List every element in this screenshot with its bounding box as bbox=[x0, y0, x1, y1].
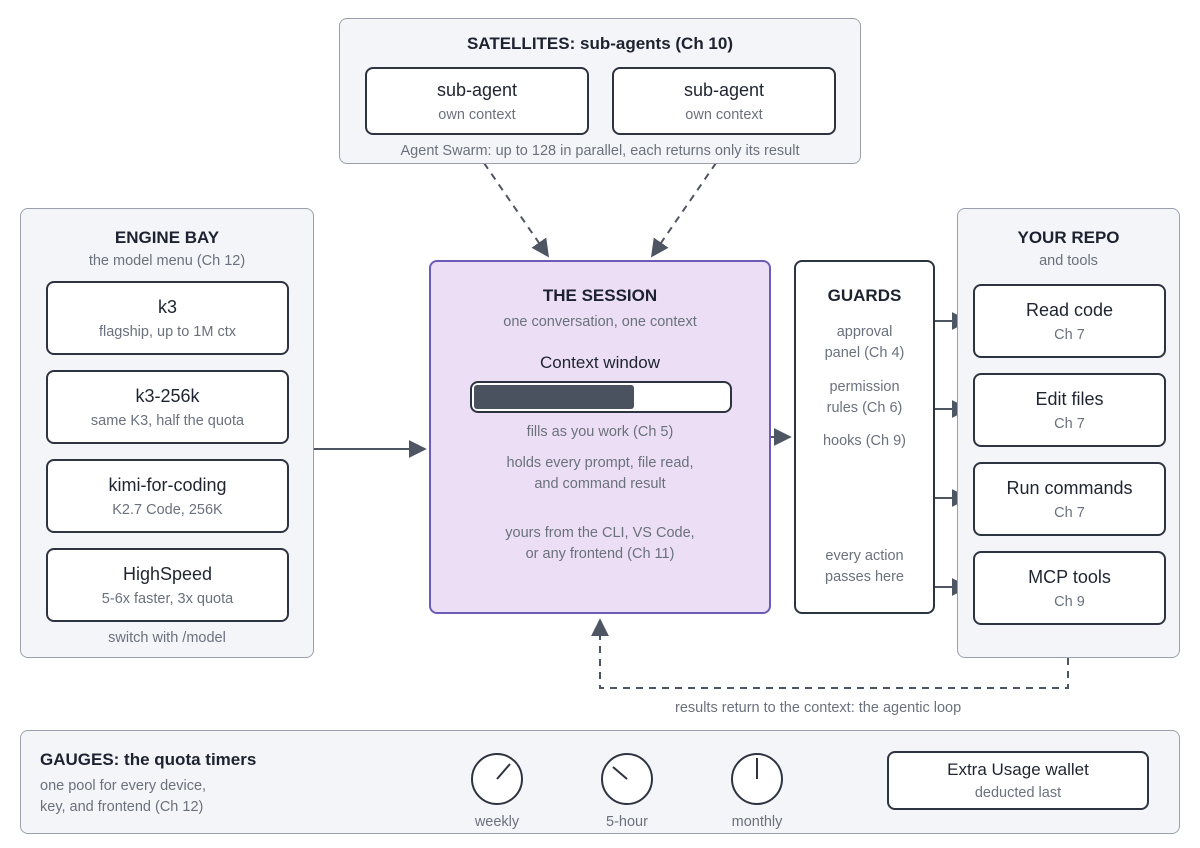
guards-footer-line: passes here bbox=[825, 569, 904, 585]
tool-name: Run commands bbox=[1006, 477, 1133, 498]
tool-run-commands[interactable]: Run commands Ch 7 bbox=[973, 462, 1166, 536]
frontend-line-2: or any frontend (Ch 11) bbox=[525, 546, 675, 562]
engine-bay-title: ENGINE BAY bbox=[114, 228, 220, 247]
model-k3[interactable]: k3 flagship, up to 1M ctx bbox=[46, 281, 289, 355]
context-window-fill bbox=[474, 385, 634, 409]
holds-line-2: and command result bbox=[534, 476, 666, 492]
gauges-desc-line-1: one pool for every device, bbox=[40, 778, 207, 794]
satellite-arrow-left bbox=[483, 162, 550, 258]
model-desc: flagship, up to 1M ctx bbox=[98, 323, 236, 340]
fill-note: fills as you work (Ch 5) bbox=[526, 424, 674, 440]
guards-panel: GUARDS approval panel (Ch 4) permission … bbox=[794, 260, 935, 614]
satellite-arrow-right bbox=[650, 162, 717, 258]
tool-name: Read code bbox=[1025, 299, 1114, 320]
sub-agent-title: sub-agent bbox=[436, 79, 518, 100]
gauges-desc: one pool for every device, key, and fron… bbox=[40, 776, 206, 818]
extra-usage-wallet[interactable]: Extra Usage wallet deducted last bbox=[887, 751, 1149, 810]
gauge-label-weekly: weekly bbox=[474, 814, 520, 830]
session-subtitle: one conversation, one context bbox=[503, 314, 697, 330]
gauge-icon bbox=[731, 753, 783, 805]
guard-permission: permission rules (Ch 6) bbox=[796, 377, 933, 419]
model-name: kimi-for-coding bbox=[108, 474, 227, 495]
tool-read-code[interactable]: Read code Ch 7 bbox=[973, 284, 1166, 358]
model-kimi-for-coding[interactable]: kimi-for-coding K2.7 Code, 256K bbox=[46, 459, 289, 533]
session-panel: THE SESSION one conversation, one contex… bbox=[429, 260, 771, 614]
tool-name: MCP tools bbox=[1028, 566, 1111, 587]
model-name: k3 bbox=[157, 296, 177, 317]
session-title: THE SESSION bbox=[542, 286, 658, 305]
wallet-sub: deducted last bbox=[974, 785, 1062, 801]
tool-chapter: Ch 7 bbox=[1054, 504, 1085, 521]
tool-chapter: Ch 7 bbox=[1054, 415, 1085, 432]
engine-bay-footer: switch with /model bbox=[108, 630, 226, 646]
holds-note: holds every prompt, file read, and comma… bbox=[431, 453, 769, 495]
wallet-title: Extra Usage wallet bbox=[947, 760, 1089, 779]
gauge-icon bbox=[471, 753, 523, 805]
sub-agent-card-1[interactable]: sub-agent own context bbox=[365, 67, 589, 135]
model-name: HighSpeed bbox=[122, 563, 213, 584]
guard-line: hooks (Ch 9) bbox=[822, 433, 906, 449]
sub-agent-card-2[interactable]: sub-agent own context bbox=[612, 67, 836, 135]
gauges-desc-line-2: key, and frontend (Ch 12) bbox=[40, 799, 204, 815]
gauge-label-monthly: monthly bbox=[731, 814, 783, 830]
guards-footer-line: every action bbox=[825, 548, 904, 564]
model-name: k3-256k bbox=[135, 385, 200, 406]
guard-line: rules (Ch 6) bbox=[826, 400, 903, 416]
model-desc: K2.7 Code, 256K bbox=[112, 501, 223, 518]
agentic-loop-arrow bbox=[591, 618, 1069, 689]
gauges-title: GAUGES: the quota timers bbox=[40, 750, 257, 769]
frontend-line-1: yours from the CLI, VS Code, bbox=[505, 525, 695, 541]
guard-line: panel (Ch 4) bbox=[824, 345, 905, 361]
sub-agent-sub: own context bbox=[685, 106, 763, 123]
repo-panel: YOUR REPO and tools Read code Ch 7 Edit … bbox=[957, 208, 1180, 658]
guard-line: permission bbox=[829, 379, 900, 395]
context-window-label: Context window bbox=[539, 353, 660, 372]
guard-approval: approval panel (Ch 4) bbox=[796, 322, 933, 364]
repo-title: YOUR REPO bbox=[1017, 228, 1120, 247]
guards-footer: every action passes here bbox=[796, 546, 933, 588]
tool-name: Edit files bbox=[1035, 388, 1104, 409]
gauge-label-5-hour: 5-hour bbox=[606, 814, 648, 830]
model-desc: 5-6x faster, 3x quota bbox=[101, 590, 234, 607]
model-highspeed[interactable]: HighSpeed 5-6x faster, 3x quota bbox=[46, 548, 289, 622]
tool-mcp-tools[interactable]: MCP tools Ch 9 bbox=[973, 551, 1166, 625]
tool-chapter: Ch 9 bbox=[1054, 593, 1085, 610]
tool-edit-files[interactable]: Edit files Ch 7 bbox=[973, 373, 1166, 447]
engine-bay-panel: ENGINE BAY the model menu (Ch 12) k3 fla… bbox=[20, 208, 314, 658]
holds-line-1: holds every prompt, file read, bbox=[506, 455, 694, 471]
gauge-icon bbox=[601, 753, 653, 805]
tool-chapter: Ch 7 bbox=[1054, 326, 1085, 343]
gauges-panel: GAUGES: the quota timers one pool for ev… bbox=[20, 730, 1180, 834]
frontend-note: yours from the CLI, VS Code, or any fron… bbox=[431, 523, 769, 565]
sub-agent-sub: own context bbox=[438, 106, 516, 123]
satellites-title: SATELLITES: sub-agents (Ch 10) bbox=[466, 34, 734, 53]
repo-subtitle: and tools bbox=[1039, 253, 1098, 269]
satellites-footer: Agent Swarm: up to 128 in parallel, each… bbox=[400, 143, 800, 159]
model-desc: same K3, half the quota bbox=[90, 412, 245, 429]
guards-title: GUARDS bbox=[827, 286, 902, 305]
engine-bay-subtitle: the model menu (Ch 12) bbox=[88, 253, 246, 269]
agentic-loop-label: results return to the context: the agent… bbox=[675, 700, 962, 716]
satellites-panel: SATELLITES: sub-agents (Ch 10) sub-agent… bbox=[339, 18, 861, 164]
sub-agent-title: sub-agent bbox=[683, 79, 765, 100]
model-k3-256k[interactable]: k3-256k same K3, half the quota bbox=[46, 370, 289, 444]
guard-line: approval bbox=[836, 324, 893, 340]
context-window-bar bbox=[470, 381, 732, 413]
guard-hooks: hooks (Ch 9) bbox=[796, 431, 933, 452]
